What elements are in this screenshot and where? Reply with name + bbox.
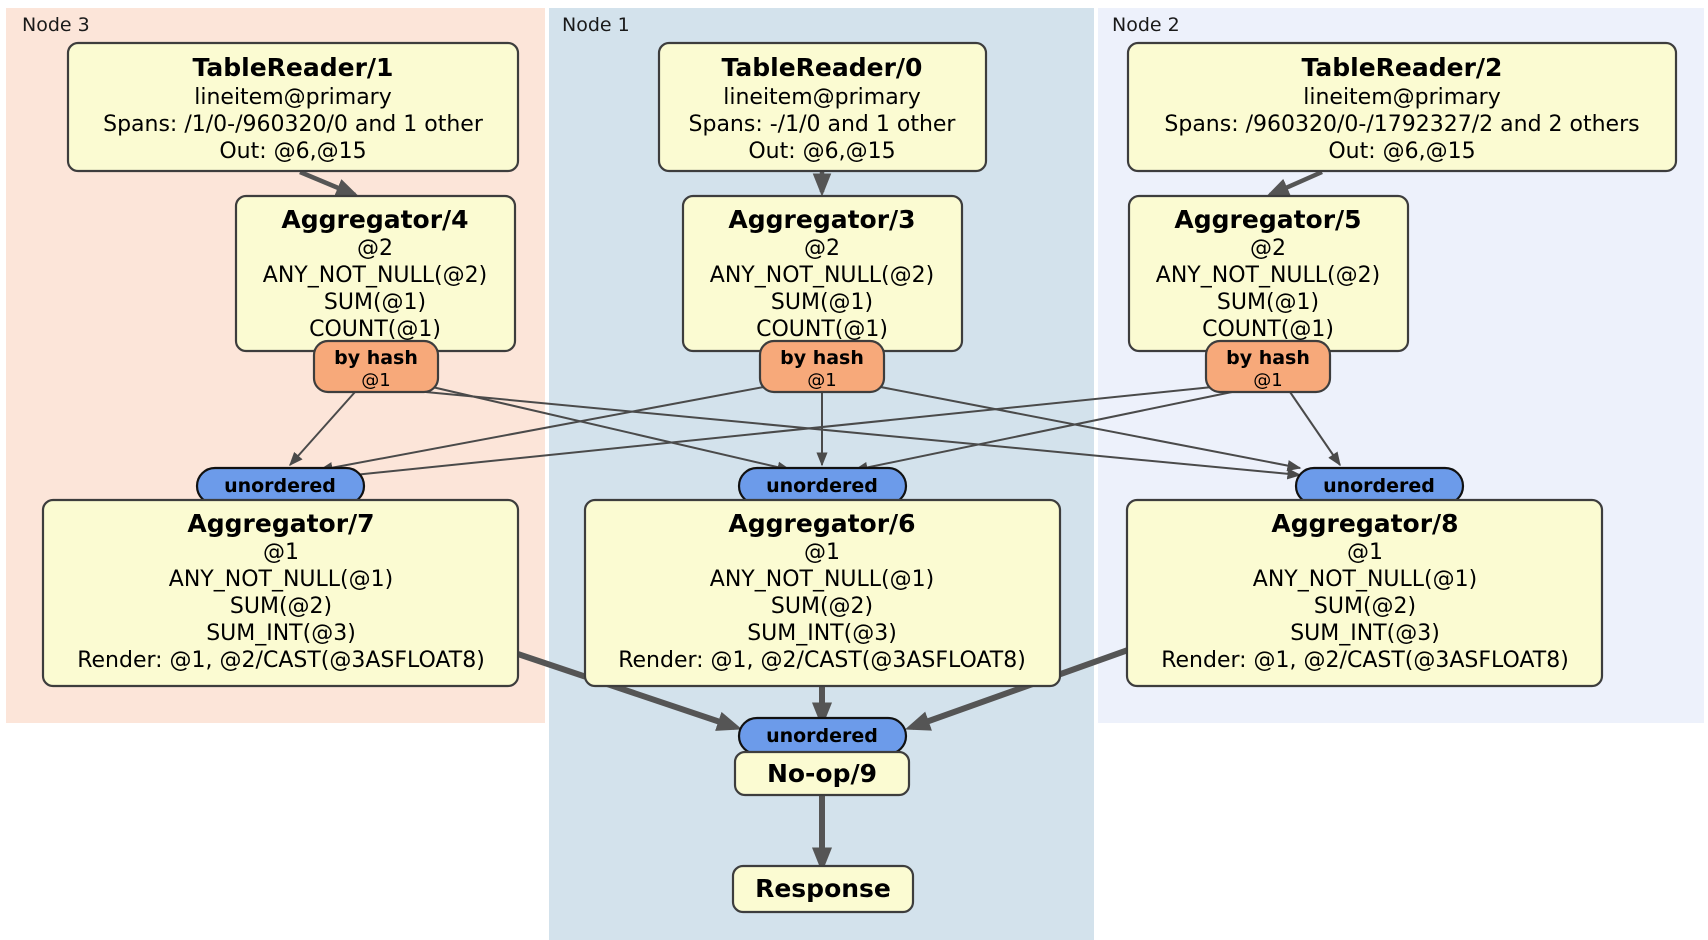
aggregator-6-line-0: @1: [804, 540, 840, 565]
aggregator-7-line-1: ANY_NOT_NULL(@1): [169, 567, 393, 592]
router-by-hash-right[interactable]: by hash @1: [1204, 339, 1332, 394]
edge-hashright-syncright: [1289, 391, 1341, 467]
table-reader-1-line-2: Out: @6,@15: [219, 139, 366, 164]
table-reader-1-line-1: Spans: /1/0-/960320/0 and 1 other: [103, 112, 484, 137]
processor-aggregator-5[interactable]: Aggregator/5 @2 ANY_NOT_NULL(@2) SUM(@1)…: [1127, 194, 1410, 353]
by-hash-mid-sub: @1: [807, 370, 836, 391]
by-hash-right-label: by hash: [1226, 347, 1310, 369]
aggregator-3-line-3: COUNT(@1): [756, 317, 888, 342]
table-reader-1-title: TableReader/1: [193, 53, 394, 82]
processor-aggregator-4[interactable]: Aggregator/4 @2 ANY_NOT_NULL(@2) SUM(@1)…: [234, 194, 517, 353]
edges-hash-mesh: [289, 382, 1341, 483]
processor-table-reader-2[interactable]: TableReader/2 lineitem@primary Spans: /9…: [1126, 41, 1678, 173]
aggregator-5-line-2: SUM(@1): [1217, 290, 1319, 315]
processor-aggregator-7[interactable]: Aggregator/7 @1 ANY_NOT_NULL(@1) SUM(@2)…: [41, 498, 520, 688]
aggregator-7-line-2: SUM(@2): [230, 594, 332, 619]
table-reader-1-line-0: lineitem@primary: [194, 85, 392, 110]
aggregator-5-line-3: COUNT(@1): [1202, 317, 1334, 342]
processor-table-reader-1[interactable]: TableReader/1 lineitem@primary Spans: /1…: [66, 41, 520, 173]
processor-table-reader-0[interactable]: TableReader/0 lineitem@primary Spans: -/…: [657, 41, 988, 173]
aggregator-5-line-0: @2: [1250, 236, 1286, 261]
aggregator-3-title: Aggregator/3: [728, 205, 915, 234]
synchronizer-unordered-final[interactable]: unordered: [737, 716, 908, 756]
aggregator-5-line-1: ANY_NOT_NULL(@2): [1156, 263, 1380, 288]
unordered-right-label: unordered: [1323, 475, 1435, 497]
edge-reader2-agg5: [1265, 169, 1323, 198]
aggregator-5-title: Aggregator/5: [1174, 205, 1361, 234]
aggregator-8-line-1: ANY_NOT_NULL(@1): [1253, 567, 1477, 592]
aggregator-3-line-2: SUM(@1): [771, 290, 873, 315]
table-reader-0-line-2: Out: @6,@15: [748, 139, 895, 164]
by-hash-right-sub: @1: [1253, 370, 1282, 391]
panel-label-node-3: Node 3: [22, 14, 90, 36]
processor-aggregator-6[interactable]: Aggregator/6 @1 ANY_NOT_NULL(@1) SUM(@2)…: [583, 498, 1062, 688]
by-hash-mid-label: by hash: [780, 347, 864, 369]
by-hash-left-label: by hash: [334, 347, 418, 369]
edges-final-merge: [499, 645, 1130, 873]
aggregator-4-title: Aggregator/4: [281, 205, 468, 234]
edge-hashright-syncmid: [853, 391, 1233, 473]
synchronizer-unordered-left[interactable]: unordered: [195, 466, 366, 506]
noop-9-title: No-op/9: [767, 759, 877, 788]
aggregator-8-title: Aggregator/8: [1271, 509, 1458, 538]
table-reader-2-line-2: Out: @6,@15: [1328, 139, 1475, 164]
aggregator-8-line-0: @1: [1347, 540, 1383, 565]
edge-hashleft-syncright: [414, 390, 1302, 480]
aggregator-6-line-4: Render: @1, @2/CAST(@3ASFLOAT8): [618, 648, 1026, 673]
panel-label-node-1: Node 1: [562, 14, 630, 36]
table-reader-0-line-1: Spans: -/1/0 and 1 other: [689, 112, 957, 137]
router-by-hash-left[interactable]: by hash @1: [312, 339, 440, 394]
aggregator-7-line-0: @1: [263, 540, 299, 565]
aggregator-3-line-1: ANY_NOT_NULL(@2): [710, 263, 934, 288]
aggregator-7-line-4: Render: @1, @2/CAST(@3ASFLOAT8): [77, 648, 485, 673]
edge-agg8-syncfinal: [904, 647, 1130, 731]
aggregator-6-line-3: SUM_INT(@3): [747, 621, 897, 646]
processor-response[interactable]: Response: [731, 864, 915, 914]
table-reader-2-title: TableReader/2: [1302, 53, 1503, 82]
table-reader-2-line-1: Spans: /960320/0-/1792327/2 and 2 others: [1164, 112, 1639, 137]
aggregator-4-line-1: ANY_NOT_NULL(@2): [263, 263, 487, 288]
table-reader-2-line-0: lineitem@primary: [1303, 85, 1501, 110]
aggregator-3-line-0: @2: [804, 236, 840, 261]
aggregator-4-line-0: @2: [357, 236, 393, 261]
edge-hashmid-syncleft: [318, 382, 786, 474]
aggregator-8-line-4: Render: @1, @2/CAST(@3ASFLOAT8): [1161, 648, 1569, 673]
edge-hashleft-syncleft: [289, 391, 356, 467]
processor-aggregator-3[interactable]: Aggregator/3 @2 ANY_NOT_NULL(@2) SUM(@1)…: [681, 194, 964, 353]
edge-hashright-syncleft: [323, 384, 1233, 483]
aggregator-7-line-3: SUM_INT(@3): [206, 621, 356, 646]
edges-reader-to-aggregator: [299, 169, 1323, 198]
router-by-hash-mid[interactable]: by hash @1: [758, 339, 886, 394]
table-reader-0-line-0: lineitem@primary: [723, 85, 921, 110]
edge-hashmid-syncright: [859, 382, 1302, 472]
table-reader-0-title: TableReader/0: [722, 53, 923, 82]
aggregator-4-line-2: SUM(@1): [324, 290, 426, 315]
edge-reader1-agg4: [299, 169, 360, 198]
response-title: Response: [755, 874, 891, 903]
by-hash-left-sub: @1: [361, 370, 390, 391]
aggregator-6-title: Aggregator/6: [728, 509, 915, 538]
panel-label-node-2: Node 2: [1112, 14, 1180, 36]
edge-agg7-syncfinal: [499, 645, 743, 731]
aggregator-6-line-1: ANY_NOT_NULL(@1): [710, 567, 934, 592]
aggregator-8-line-2: SUM(@2): [1314, 594, 1416, 619]
aggregator-8-line-3: SUM_INT(@3): [1290, 621, 1440, 646]
processor-noop-9[interactable]: No-op/9: [733, 750, 911, 797]
aggregator-6-line-2: SUM(@2): [771, 594, 873, 619]
synchronizer-unordered-mid[interactable]: unordered: [737, 466, 908, 506]
unordered-mid-label: unordered: [766, 475, 878, 497]
synchronizer-unordered-right[interactable]: unordered: [1294, 466, 1465, 506]
aggregator-7-title: Aggregator/7: [187, 509, 374, 538]
aggregator-4-line-3: COUNT(@1): [309, 317, 441, 342]
unordered-final-label: unordered: [766, 725, 878, 747]
processor-aggregator-8[interactable]: Aggregator/8 @1 ANY_NOT_NULL(@1) SUM(@2)…: [1125, 498, 1604, 688]
unordered-left-label: unordered: [224, 475, 336, 497]
